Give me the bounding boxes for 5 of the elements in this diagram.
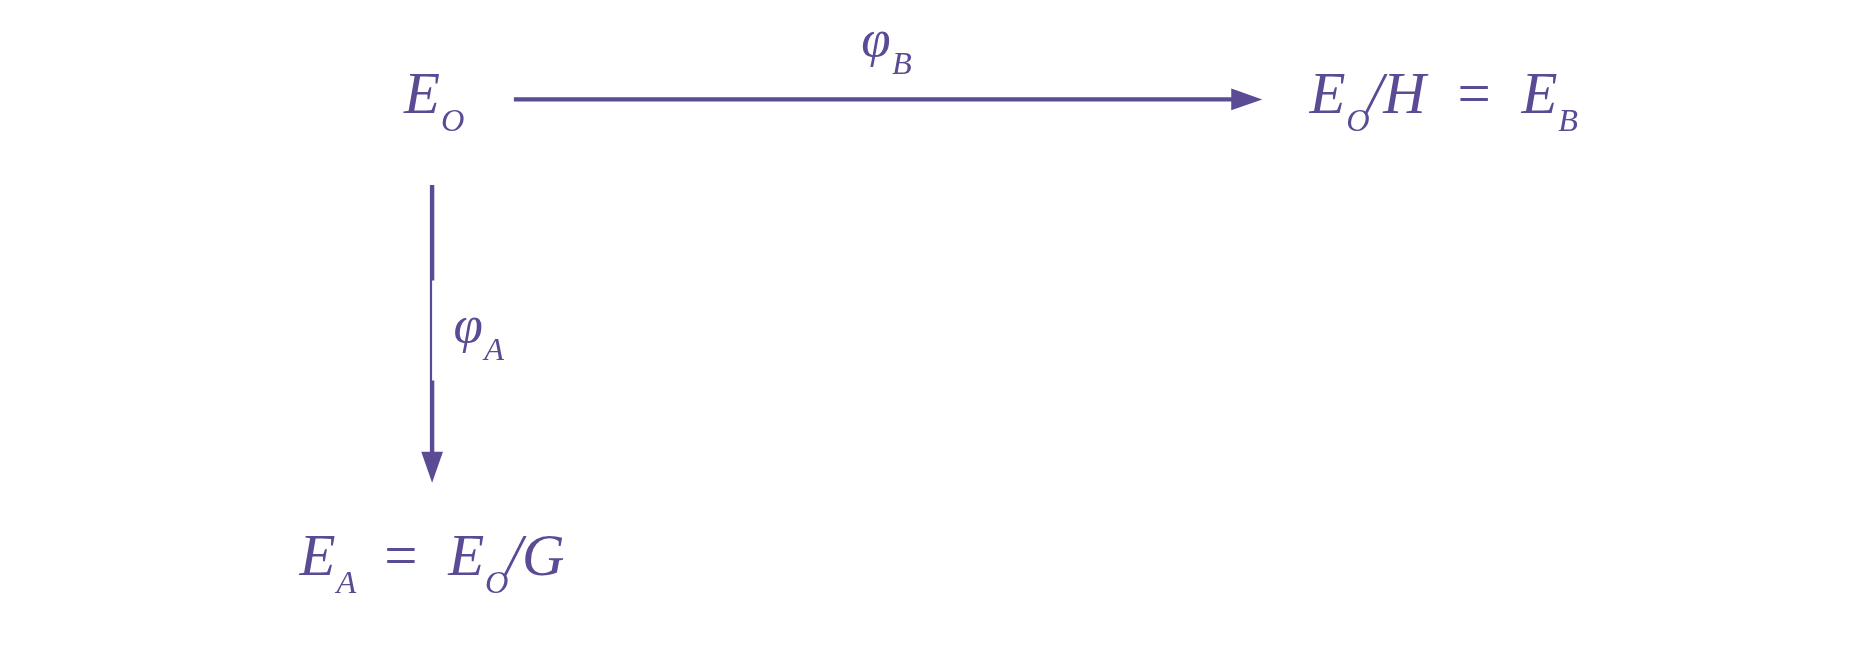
node-text: E$_{A}$ = E$_{O}$/G (299, 522, 565, 600)
edge-label: φ$_{B}$ (861, 9, 912, 82)
node-text: E$_{O}$/H = E$_{B}$ (1309, 60, 1578, 138)
node-text: E$_{O}$ (404, 60, 465, 138)
edge-label: φ$_{A}$ (453, 294, 505, 367)
